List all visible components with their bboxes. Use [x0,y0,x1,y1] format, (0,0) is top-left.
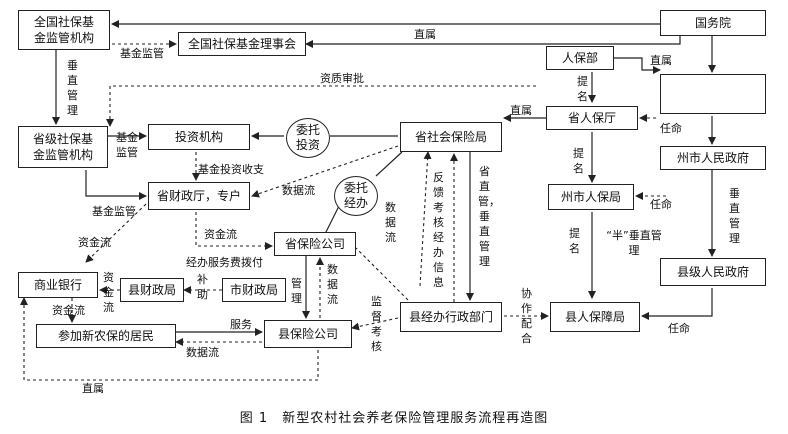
label-zijinliu2: 资金流 [204,228,237,241]
node-renbaobu: 人保部 [546,46,614,70]
label-jijin-tz: 基金投资收支 [198,163,264,176]
node-zhoushi-rbj: 州市人保局 [548,184,634,210]
line-gwy-lsh [305,36,681,48]
line-ssb-wtjb [375,151,403,177]
node-shengrenbao: 省人保厅 [546,106,638,130]
label-jijin-jg2: 基金监管 [116,131,138,159]
label-xiezuo: 协作配合 [521,287,532,345]
node-weituo-jb: 委托 经办 [334,176,378,216]
label-jijin-jg3: 基金监管 [92,205,136,218]
label-fankui: 反馈考核经办信息 [433,171,444,289]
label-zhishu4: 直属 [82,382,104,395]
label-jijin-jg1: 基金监管 [120,47,164,60]
node-zhoushi-zf: 州市人民政府 [660,146,766,170]
line-sjg-scz [85,170,147,200]
label-jiandu: 监督考核 [371,295,382,353]
line-ssb-scz [251,145,399,198]
label-czhcs: 垂直管理 [67,59,78,117]
node-touzi: 投资机构 [148,124,250,150]
label-ban-czhgl: “半”垂直管理 [606,229,662,257]
line-xianji-xrb [641,288,713,320]
label-shujuliu1: 数据流 [282,184,315,197]
node-xian-czj: 县财政局 [120,278,184,302]
label-buzhu: 补助 [197,273,208,301]
node-quanguo-jg: 全国社保基 金监管机构 [18,10,110,50]
label-renming1: 任命 [660,122,682,135]
node-sheng-bx: 省保险公司 [274,232,356,256]
label-zizhi: 资质审批 [320,72,364,85]
label-sheng-zhiguan: 省直管，垂直管理 [478,165,500,268]
label-zhishu2: 直属 [650,54,672,67]
label-zijinliu4: 资金流 [52,304,85,317]
label-zijinliu1: 资金流 [78,236,111,249]
node-guowuyuan: 国务院 [660,10,766,36]
node-weituo-touzi: 委托 投资 [286,118,330,158]
node-empty [660,74,766,114]
line-jbfwf [195,212,273,250]
label-renming3: 任命 [668,322,690,335]
label-timing2: 提名 [573,147,584,175]
node-sheng-czt: 省财政厅，专户 [148,182,250,210]
label-timing1: 提名 [577,75,588,103]
line-rbb-empty [614,57,661,74]
label-shujuliu4: 数据流 [186,346,219,359]
figure-caption: 图 1 新型农村社会养老保险管理服务流程再造图 [239,411,549,426]
line-xjb-ssb2 [419,151,432,287]
node-shangye-yh: 商业银行 [18,272,98,298]
node-quanguo-lsh: 全国社保基金理事会 [178,32,306,56]
label-jbfwf: 经办服务费拨付 [186,256,263,269]
label-zhishu1: 直属 [414,28,436,41]
label-fuwu: 服务 [230,318,252,331]
node-xian-bx: 县保险公司 [264,320,352,348]
node-jumin: 参加新农保的居民 [36,324,176,348]
node-xianji-zf: 县级人民政府 [660,258,766,286]
label-guanli: 管理 [291,277,302,305]
node-xian-rbj: 县人保障局 [550,302,640,332]
label-czhcs2: 垂直管理 [729,187,740,245]
line-jiandu [351,317,399,331]
node-sheng-sbj: 省社会保险局 [400,122,502,152]
line-zizhi [106,85,536,127]
label-timing3: 提名 [569,227,580,255]
label-shujuliu2: 数据流 [385,201,396,244]
node-xian-jb: 县经办行政部门 [400,302,502,332]
label-zijinliu3: 资金流 [103,271,114,314]
label-zhishu3: 直属 [510,104,532,117]
line-zhishu4 [20,297,319,381]
label-shujuliu3: 数据流 [327,263,338,306]
label-renming2: 任命 [650,198,672,211]
node-shengji-jg: 省级社保基 金监管机构 [18,126,108,168]
line-sjl2 [355,247,409,301]
line-zijinliu1 [85,203,147,263]
node-shi-czj: 市财政局 [222,278,286,302]
